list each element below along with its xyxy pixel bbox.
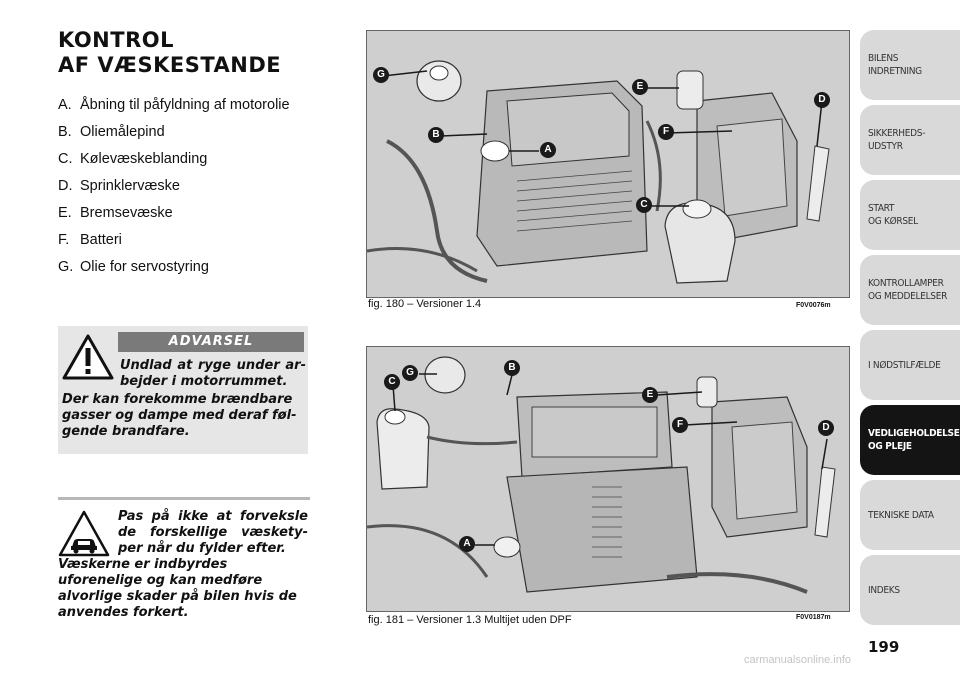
tab-nodstilfaelde[interactable]: I NØDSTILFÆLDE [860, 330, 960, 400]
list-item: E. Bremsevæske [58, 200, 290, 227]
list-text: Oliemålepind [80, 124, 165, 140]
list-item: G. Olie for servostyring [58, 254, 290, 281]
callout-f: F [658, 124, 674, 140]
list-item: C. Kølevæskeblanding [58, 146, 290, 173]
warning-triangle-icon [62, 334, 114, 380]
tab-start-og-korsel[interactable]: START OG KØRSEL [860, 180, 960, 250]
list-letter: A. [58, 97, 72, 113]
engine-illustration-1 [366, 30, 850, 298]
parts-list: A. Åbning til påfyldning af motorolie B. O… [58, 92, 290, 281]
list-text: Bremsevæske [80, 205, 173, 221]
car-warning-icon [58, 510, 110, 557]
figure-caption: fig. 180 – Versioner 1.4 [368, 298, 482, 310]
callout-b: B [504, 360, 520, 376]
watermark: carmanualsonline.info [744, 654, 852, 666]
figure-code: F0V0187m [796, 614, 831, 621]
page-number: 199 [868, 638, 900, 656]
engine-illustration-2 [366, 346, 850, 612]
tab-vedligeholdelse[interactable]: VEDLIGEHOLDELSE OG PLEJE [860, 405, 960, 475]
engine-drawing-1 [367, 31, 849, 297]
engine-drawing-2 [367, 347, 849, 611]
note-text-intro: Pas på ikke at forveksle de forskellige … [118, 509, 308, 556]
list-text: Batteri [80, 232, 122, 248]
list-letter: F. [58, 232, 70, 248]
list-text: Åbning til påfyldning af motorolie [80, 97, 290, 113]
tab-label: BILENS INDRETNING [868, 53, 922, 77]
tab-label: INDEKS [868, 584, 900, 596]
callout-f: F [672, 417, 688, 433]
callout-g: G [402, 365, 418, 381]
list-item: F. Batteri [58, 227, 290, 254]
page-title: KONTROL AF VÆSKESTANDE [58, 28, 281, 78]
list-item: D. Sprinklervæske [58, 173, 290, 200]
callout-b: B [428, 127, 444, 143]
title-line-1: KONTROL [58, 28, 174, 52]
tab-tekniske-data[interactable]: TEKNISKE DATA [860, 480, 960, 550]
list-text: Kølevæskeblanding [80, 151, 208, 167]
figure-caption: fig. 181 – Versioner 1.3 Multijet uden D… [368, 614, 572, 626]
list-item: A. Åbning til påfyldning af motorolie [58, 92, 290, 119]
warning-text-intro: Undlad at ryge under ar­bejder i motorru… [120, 358, 306, 389]
list-letter: B. [58, 124, 72, 140]
list-text: Sprinklervæske [80, 178, 180, 194]
tab-label: I NØDSTILFÆLDE [868, 359, 941, 371]
list-text: Olie for servostyring [80, 259, 209, 275]
list-item: B. Oliemålepind [58, 119, 290, 146]
figure-181: G B C E F D A fig. 181 – Versioner 1.3 M… [366, 346, 850, 630]
tab-label: START OG KØRSEL [868, 203, 918, 227]
tab-kontrollamper[interactable]: KONTROLLAMPER OG MEDDELELSER [860, 255, 960, 325]
callout-a: A [459, 536, 475, 552]
list-letter: G. [58, 259, 74, 275]
note-divider [58, 497, 310, 500]
note-text-body: Væskerne er indbyrdes uforenelige og kan… [58, 557, 297, 620]
figure-code: F0V0076m [796, 302, 831, 309]
list-letter: E. [58, 205, 72, 221]
tab-sikkerhedsudstyr[interactable]: SIKKERHEDS- UDSTYR [860, 105, 960, 175]
list-letter: D. [58, 178, 73, 194]
tab-label: SIKKERHEDS- UDSTYR [868, 128, 926, 152]
callout-g: G [373, 67, 389, 83]
tab-label: VEDLIGEHOLDELSE OG PLEJE [868, 428, 960, 452]
list-letter: C. [58, 151, 73, 167]
callout-d: D [814, 92, 830, 108]
tab-label: KONTROLLAMPER OG MEDDELELSER [868, 278, 948, 302]
callout-a: A [540, 142, 556, 158]
tab-indeks[interactable]: INDEKS [860, 555, 960, 625]
title-line-2: AF VÆSKESTANDE [58, 53, 282, 77]
figure-180: G E D B F A C fig. 180 – Versioner 1.4 F… [366, 30, 850, 326]
tab-label: TEKNISKE DATA [868, 509, 934, 521]
callout-d: D [818, 420, 834, 436]
warning-header: ADVARSEL [118, 332, 304, 352]
callout-e: E [642, 387, 658, 403]
callout-c: C [384, 374, 400, 390]
callout-e: E [632, 79, 648, 95]
callout-c: C [636, 197, 652, 213]
warning-text-body: Der kan forekomme brændbare gasser og da… [62, 392, 297, 439]
tab-bilens-indretning[interactable]: BILENS INDRETNING [860, 30, 960, 100]
